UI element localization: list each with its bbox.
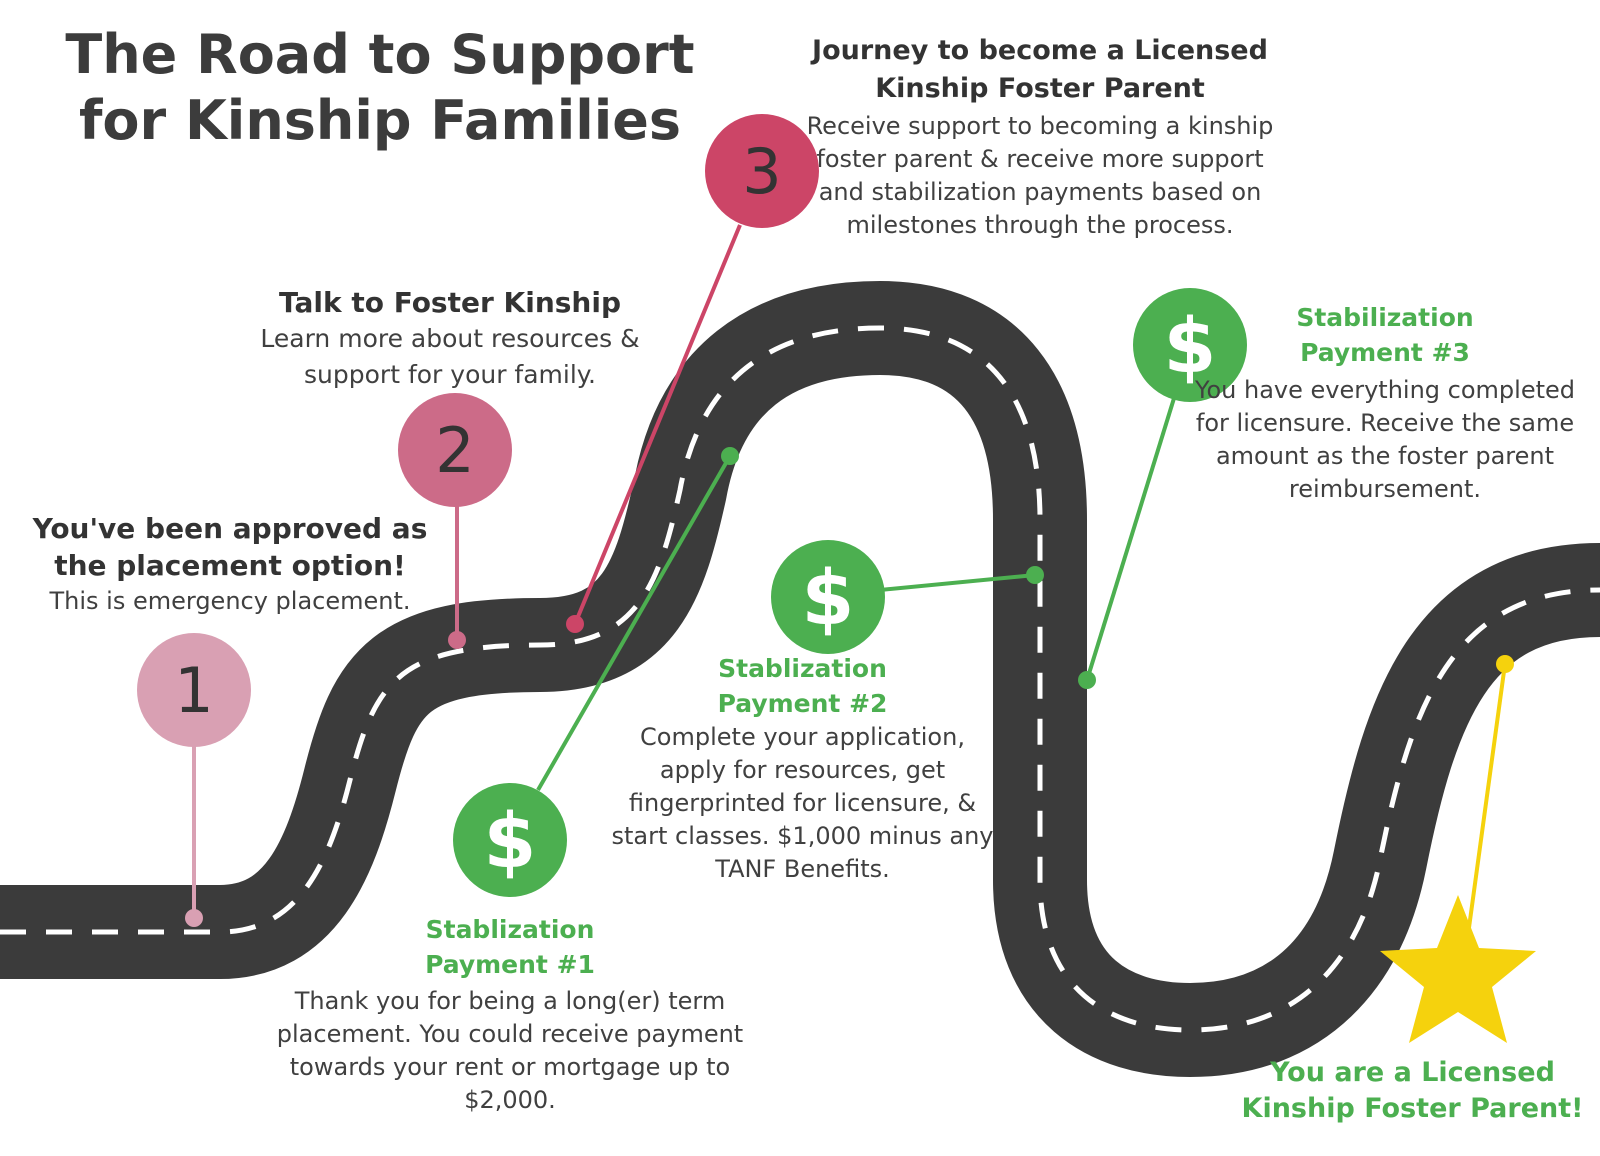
payment2-title: Stablization Payment #2 [717, 654, 888, 718]
step3-description: Receive support to becoming a kinship fo… [806, 112, 1274, 239]
step1-marker [185, 909, 203, 927]
dollar-icon: $ [1164, 301, 1217, 390]
goal-text: You are a Licensed Kinship Foster Parent… [1241, 1057, 1584, 1124]
payment1-marker [721, 447, 739, 465]
step2-text-block: Talk to Foster Kinship Learn more about … [235, 284, 665, 393]
payment2-text-block: Stablization Payment #2 Complete your ap… [605, 651, 1000, 886]
step1-title: You've been approved as the placement op… [32, 512, 428, 582]
step2-number: 2 [435, 414, 474, 487]
payment2-connector [879, 573, 1036, 592]
payment3-text-block: Stabilization Payment #3 You have everyt… [1190, 300, 1580, 506]
payment2-description: Complete your application, apply for res… [611, 723, 994, 883]
payment1-badge: $ [453, 783, 567, 897]
payment3-title: Stabilization Payment #3 [1296, 303, 1474, 367]
payment3-badge: $ [1133, 288, 1247, 402]
step1-text-block: You've been approved as the placement op… [20, 510, 440, 618]
step3-marker [566, 615, 584, 633]
page-title: The Road to Support for Kinship Families [65, 23, 695, 152]
payment3-marker [1078, 671, 1096, 689]
payment1-title: Stablization Payment #1 [425, 915, 595, 979]
step3-text-block: Journey to become a Licensed Kinship Fos… [800, 32, 1280, 242]
payment1-connector [536, 455, 732, 791]
step3-connector [573, 224, 742, 625]
dollar-icon: $ [802, 553, 855, 642]
step3-badge: 3 [705, 114, 819, 228]
payment3-connector [1085, 394, 1177, 681]
step3-number: 3 [742, 135, 781, 208]
step1-number: 1 [174, 654, 213, 727]
payment1-description: Thank you for being a long(er) term plac… [276, 987, 744, 1114]
payment3-description: You have everything completed for licens… [1194, 376, 1575, 503]
step2-badge: 2 [398, 393, 512, 507]
step2-title: Talk to Foster Kinship [278, 286, 621, 319]
road-center-line [0, 325, 1600, 1033]
goal-marker [1496, 655, 1514, 673]
dollar-icon: $ [484, 796, 537, 885]
payment2-badge: $ [771, 540, 885, 654]
payment1-text-block: Stablization Payment #1 Thank you for be… [275, 912, 745, 1117]
star-icon [1380, 895, 1536, 1043]
payment2-marker [1026, 566, 1044, 584]
step1-badge: 1 [137, 633, 251, 747]
step1-description: This is emergency placement. [49, 587, 411, 615]
goal-connector [1466, 663, 1507, 936]
step3-title: Journey to become a Licensed Kinship Fos… [812, 35, 1268, 104]
step2-marker [448, 631, 466, 649]
step2-description: Learn more about resources & support for… [260, 324, 640, 389]
